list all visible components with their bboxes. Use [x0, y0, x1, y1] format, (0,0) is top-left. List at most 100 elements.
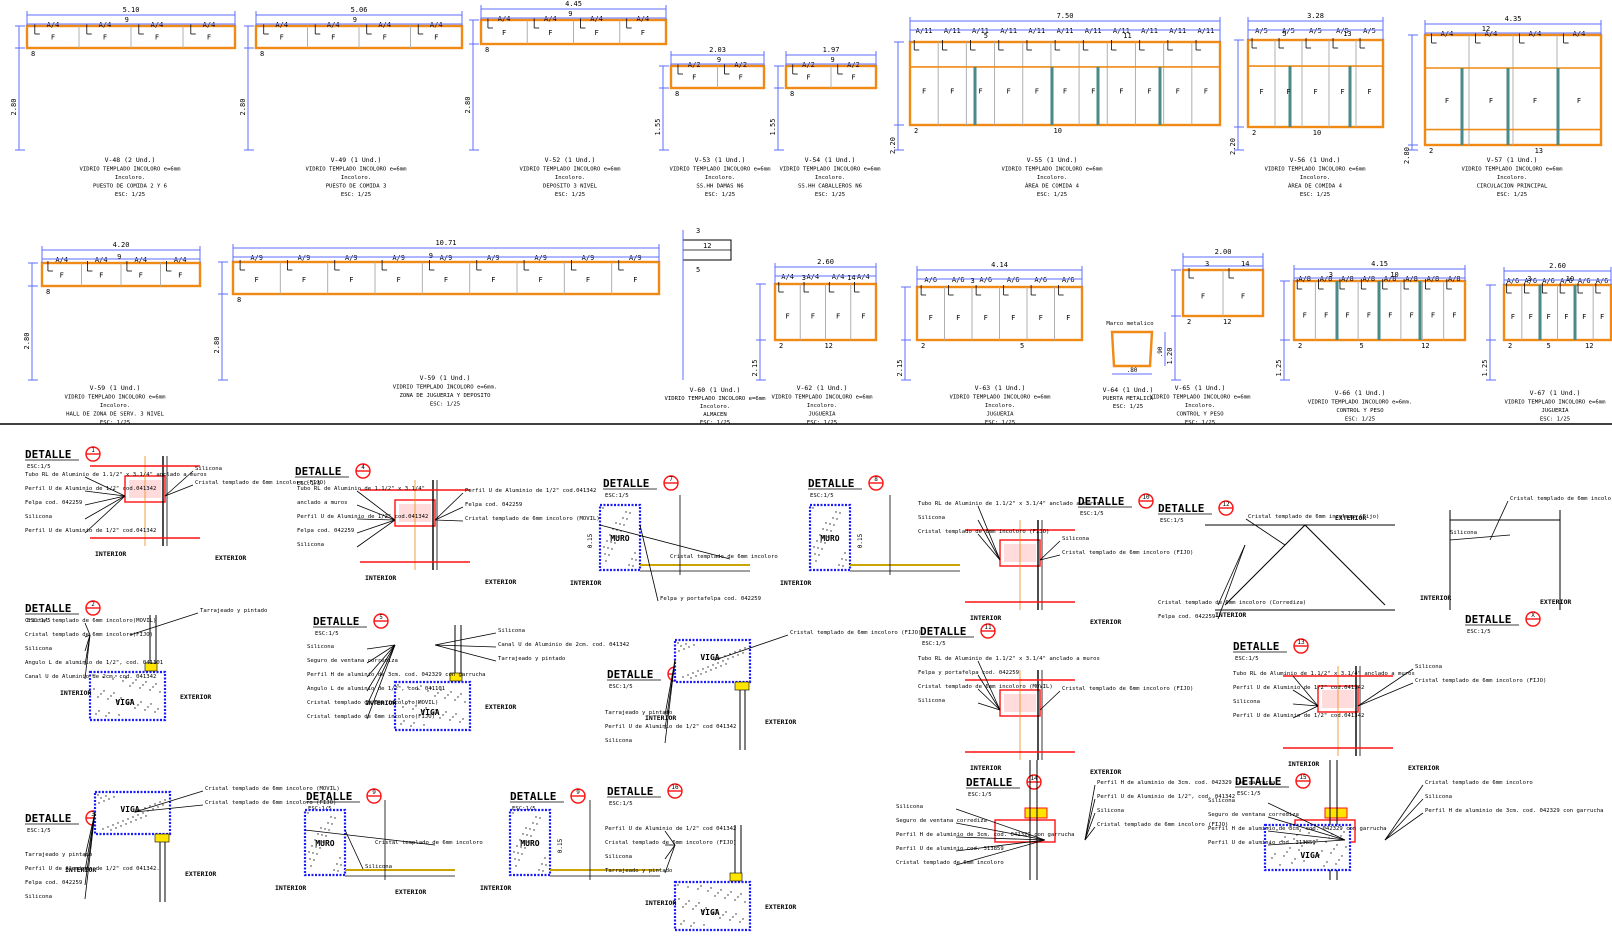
- width-dimension: 5.10: [123, 6, 140, 14]
- fixed-marker: F: [861, 313, 865, 321]
- section-tag: 13: [1343, 30, 1351, 38]
- fixed-marker: F: [1259, 88, 1263, 96]
- width-dimension: 4.15: [1371, 260, 1388, 268]
- panel-code: A/4: [1573, 30, 1586, 38]
- window-caption: Incoloro.: [341, 175, 371, 181]
- section-tag: 2: [779, 342, 783, 350]
- panel-code: A/4: [55, 256, 68, 264]
- window-code: V-59 (1 Und.): [420, 374, 471, 382]
- window-caption: SS.HH DAMAS N6: [696, 184, 743, 190]
- fixed-marker: F: [502, 29, 506, 37]
- fixed-marker: F: [1452, 312, 1456, 320]
- wall-thickness: 0.15: [587, 533, 594, 548]
- window-caption: Incoloro.: [1037, 175, 1067, 181]
- panel-code: A/9: [534, 254, 547, 262]
- detail-title: DETALLE: [920, 625, 966, 638]
- fixed-marker: F: [548, 29, 552, 37]
- window-caption: Incoloro.: [1497, 175, 1527, 181]
- detail-callout: Tubo RL de Aluminio de 1.1/2" x 3.1/4" a…: [25, 472, 207, 478]
- panel-code: A/11: [1028, 27, 1045, 35]
- window-code: V-65 (1 Und.): [1175, 384, 1226, 392]
- section-tag: 8: [675, 90, 679, 98]
- detail-callout: Cristal templado de 6mm incoloro (Fijo): [1248, 514, 1379, 520]
- window-caption: Incoloro.: [807, 403, 837, 409]
- fixed-marker: F: [1577, 97, 1581, 105]
- width-dimension: 2.60: [1549, 262, 1566, 270]
- fixed-marker: F: [139, 271, 143, 279]
- height-dimension: .90: [1157, 346, 1164, 357]
- window-caption: ESC: 1/25: [1185, 420, 1215, 426]
- height-dimension: 1.25: [1275, 360, 1283, 377]
- detail-callout: Tarrajeado y pintado: [200, 608, 267, 614]
- detail-number: 14: [1030, 775, 1038, 782]
- height-dimension: 2.80: [10, 99, 18, 116]
- fixed-marker: F: [1066, 314, 1070, 322]
- window-caption: VIDRIO TEMPLADO INCOLORO e=6mm: [305, 167, 407, 173]
- width-dimension: 4.20: [113, 241, 130, 249]
- wall-label: MURO: [315, 839, 334, 848]
- detail-number: 7: [669, 476, 673, 483]
- window-code: V-55 (1 Und.): [1027, 156, 1078, 164]
- detail-title: DETALLE: [25, 602, 71, 615]
- section-tag: 13: [1535, 147, 1543, 155]
- fixed-marker: F: [586, 276, 590, 284]
- panel-code: A/5: [1336, 27, 1349, 35]
- wall-block: [303, 808, 347, 877]
- window-caption: ESC: 1/25: [341, 192, 371, 198]
- detail-scale: ESC:1/5: [27, 618, 51, 624]
- section-tag: 10: [1313, 129, 1321, 137]
- detail-callout: Perfil H de aluminio de 3cm. cod. 042329…: [896, 832, 1075, 838]
- fixed-marker: F: [851, 74, 855, 82]
- detail-number: 10: [1142, 494, 1150, 501]
- fixed-marker: F: [1529, 313, 1533, 321]
- window-caption: HALL DE ZONA DE SERV. 3 NIVEL: [66, 412, 164, 418]
- detail-title: DETALLE: [306, 790, 352, 803]
- detail-callout: Cristal templado de 6mm incoloro (FIJO): [195, 480, 326, 486]
- window-caption: SS.HH CABALLEROS N6: [798, 184, 862, 190]
- fixed-marker: F: [1303, 312, 1307, 320]
- window-caption: ESC: 1/25: [705, 192, 735, 198]
- height-dimension: 1.55: [654, 119, 662, 136]
- section-tag: 5: [984, 32, 988, 40]
- window-caption: JUGUERIA: [809, 412, 837, 418]
- detail-number: 2: [91, 601, 95, 608]
- window-caption: ESC: 1/25: [1540, 417, 1570, 423]
- interior-label: INTERIOR: [970, 764, 1001, 772]
- detail-callout: Seguro de ventana corrediza: [896, 818, 987, 824]
- window-caption: VIDRIO TEMPLADO INCOLORO e=6mm: [64, 395, 166, 401]
- section-tag: 3: [971, 277, 975, 285]
- panel-code: A/9: [487, 254, 500, 262]
- exterior-label: EXTERIOR: [395, 888, 426, 896]
- fixed-marker: F: [491, 276, 495, 284]
- beam-label: VIGA: [120, 805, 139, 814]
- interior-label: INTERIOR: [275, 884, 306, 892]
- section-tag: 10: [1054, 127, 1062, 135]
- height-dimension: 1.25: [1481, 360, 1489, 377]
- section-tag: 2: [1508, 342, 1512, 350]
- window-code: V-63 (1 Und.): [975, 384, 1026, 392]
- beam-label: VIGA: [115, 698, 134, 707]
- window-code: V-49 (1 Und.): [331, 156, 382, 164]
- fixed-marker: F: [1313, 88, 1317, 96]
- detail-title: DETALLE: [603, 477, 649, 490]
- window-caption: VIDRIO TEMPLADO INCOLORO e=6mm: [1264, 167, 1366, 173]
- window-caption: ESC: 1/25: [807, 420, 837, 426]
- wall-thickness: 0.15: [557, 838, 564, 853]
- fixed-marker: F: [984, 314, 988, 322]
- fixed-marker: F: [950, 87, 954, 95]
- fixed-marker: F: [1324, 312, 1328, 320]
- width-dimension: .80: [1127, 367, 1138, 374]
- section-tag: 2: [1252, 129, 1256, 137]
- detail-title: DETALLE: [25, 812, 71, 825]
- section-tag: 5: [1547, 342, 1551, 350]
- fixed-marker: F: [1147, 87, 1151, 95]
- detail-title: DETALLE: [607, 668, 653, 681]
- fixed-marker: F: [1388, 312, 1392, 320]
- interior-label: INTERIOR: [65, 866, 96, 874]
- detail-callout: Cristal templado de 6mm incoloro (MOVIL): [465, 516, 600, 522]
- detail-callout: Cristal templado de 6mm incoloro: [896, 860, 1004, 866]
- fixed-marker: F: [1091, 87, 1095, 95]
- exterior-label: EXTERIOR: [185, 870, 216, 878]
